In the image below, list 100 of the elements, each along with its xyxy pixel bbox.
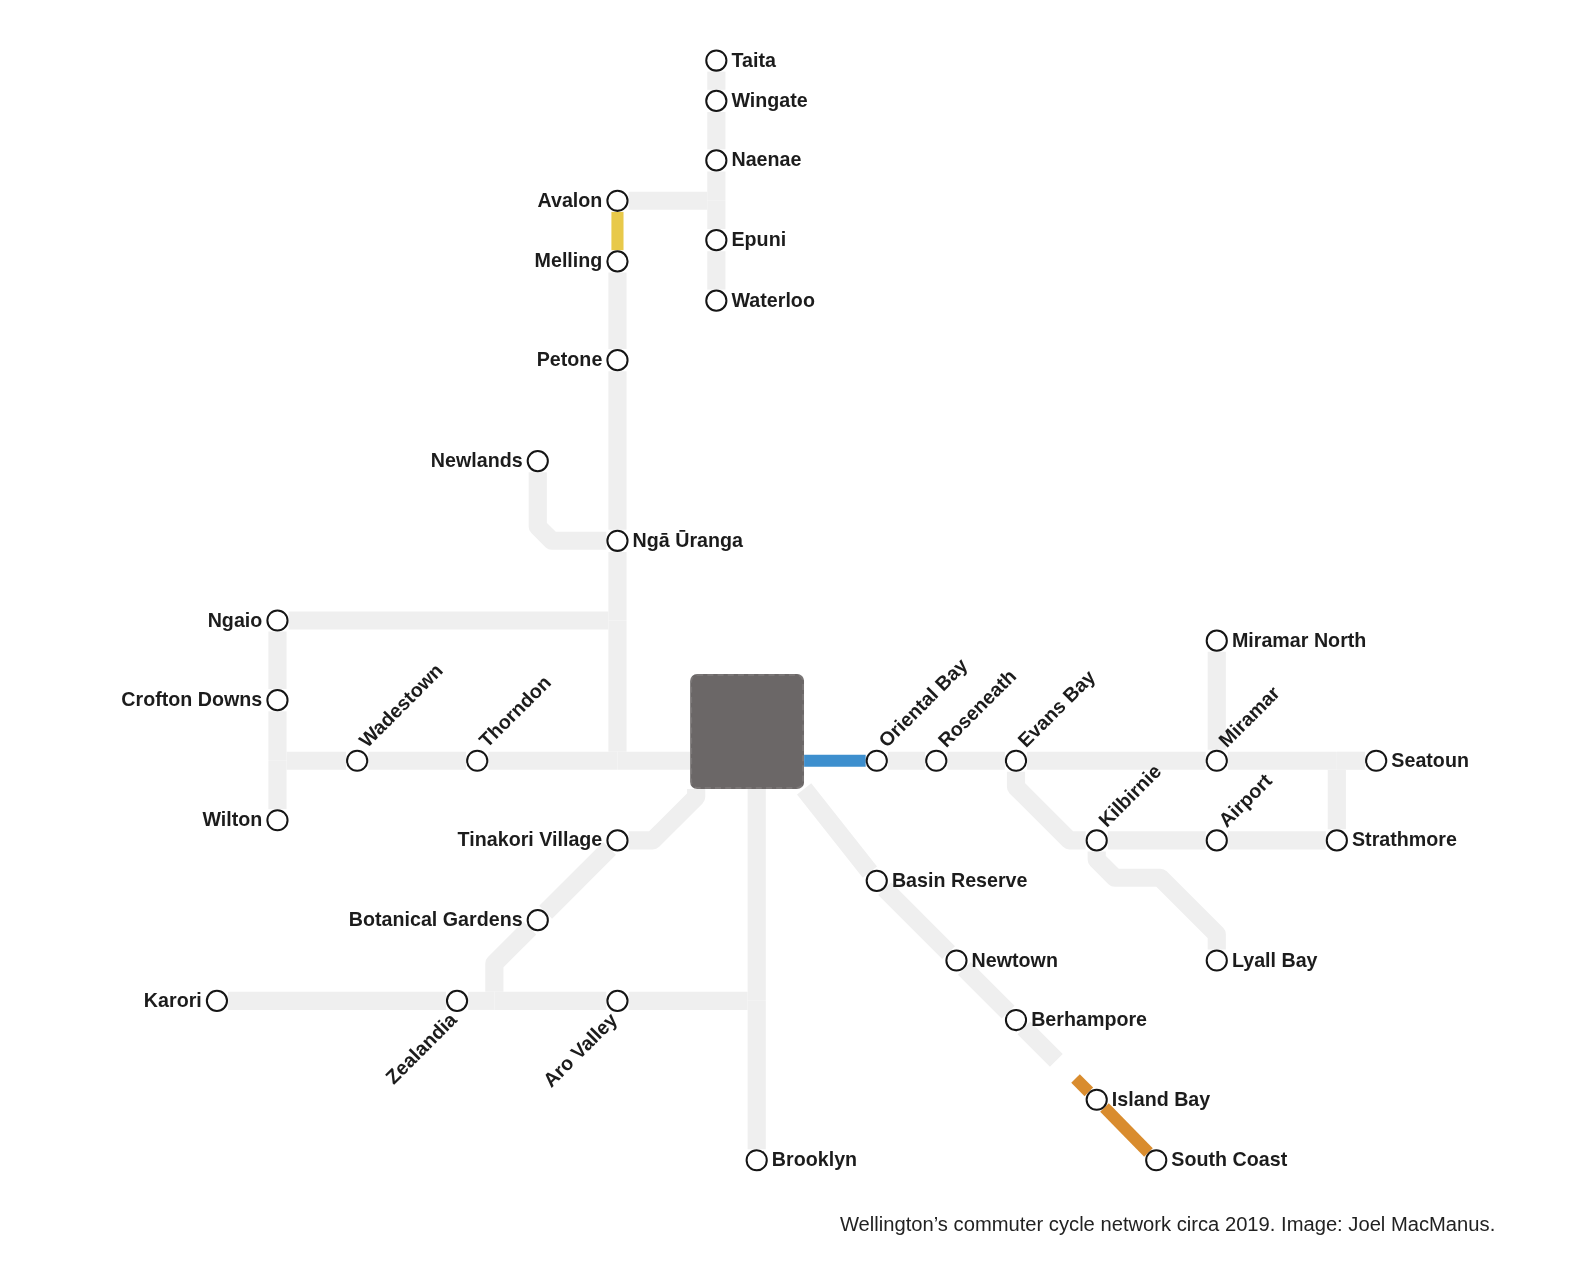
route-line	[1017, 1021, 1063, 1067]
route-line	[1087, 850, 1226, 950]
route-line	[1107, 831, 1206, 850]
station-circle	[745, 1149, 768, 1172]
station-circle	[1205, 829, 1228, 852]
station-label: Wingate	[731, 88, 808, 111]
station-label: Seatoun	[1391, 748, 1469, 771]
route-line	[747, 1000, 766, 1150]
station-circle	[705, 289, 728, 312]
station-circle	[346, 749, 369, 772]
station-circle	[705, 49, 728, 72]
route-line	[228, 991, 446, 1010]
station-label: Lyall Bay	[1231, 948, 1318, 971]
route-line	[887, 751, 926, 770]
station-label: Naenae	[731, 148, 802, 171]
route-line	[1100, 1103, 1153, 1157]
station-label: Tinakori Village	[457, 828, 603, 851]
hub-block	[690, 673, 805, 789]
station-label: Ngā Ūranga	[632, 528, 744, 551]
caption: Wellington’s commuter cycle network circa 2019. Image: Joel MacManus.	[839, 1211, 1496, 1237]
station-label: Newlands	[430, 448, 523, 472]
station-circle	[266, 809, 289, 832]
route-line	[707, 171, 726, 201]
route-line	[368, 751, 467, 770]
route-line	[1336, 751, 1366, 770]
station-label: Botanical Gardens	[348, 908, 523, 931]
station-circle	[526, 909, 549, 932]
station-circle	[945, 949, 968, 972]
route-line	[528, 472, 607, 550]
station-circle	[865, 869, 888, 892]
station-circle	[266, 609, 289, 632]
route-line	[707, 112, 726, 150]
route-line	[539, 841, 616, 919]
route-line	[628, 991, 748, 1010]
station-circle	[1365, 749, 1388, 772]
route-line	[268, 631, 287, 690]
station-circle	[445, 989, 469, 1012]
station-label: Miramar North	[1231, 628, 1367, 651]
route-line	[628, 787, 706, 850]
station-circle	[205, 989, 228, 1012]
station-label: Melling	[534, 249, 603, 272]
station-label: Epuni	[731, 228, 787, 251]
route-line	[1071, 1074, 1094, 1097]
station-label: Brooklyn	[771, 1148, 858, 1171]
route-line	[797, 783, 877, 878]
route-line	[1227, 751, 1337, 770]
route-line	[957, 961, 1015, 1019]
route-line	[1327, 769, 1346, 830]
station-label: Basin Reserve	[891, 868, 1028, 891]
station-circle	[266, 689, 289, 712]
route-line	[707, 71, 726, 90]
station-circle	[1004, 749, 1028, 772]
route-line	[628, 191, 708, 210]
station-circle	[925, 749, 948, 772]
route-line	[1227, 831, 1326, 850]
station-circle	[1145, 1149, 1168, 1172]
station-circle	[606, 989, 629, 1012]
station-circle	[1085, 1088, 1108, 1111]
route-line	[611, 211, 624, 251]
station-label: Avalon	[537, 188, 603, 211]
station-circle	[466, 749, 489, 772]
route-line	[1207, 651, 1226, 750]
station-label: Island Bay	[1111, 1087, 1211, 1110]
station-circle	[1325, 829, 1348, 852]
route-line	[488, 751, 618, 770]
station-label: Strathmore	[1351, 828, 1457, 851]
route-line	[878, 882, 955, 960]
station-label: Berhampore	[1031, 1007, 1148, 1031]
route-line	[608, 272, 627, 350]
route-line	[1027, 751, 1206, 770]
route-line	[707, 251, 726, 290]
station-label: South Coast	[1171, 1148, 1288, 1171]
station-circle	[1205, 629, 1228, 652]
route-line	[468, 991, 495, 1010]
station-circle	[1205, 949, 1228, 972]
route-line	[617, 751, 691, 770]
station-circle	[606, 189, 629, 212]
route-line	[288, 611, 609, 630]
station-circle	[606, 250, 629, 273]
route-line	[1006, 771, 1086, 850]
route-line	[268, 760, 287, 810]
route-line	[286, 751, 347, 770]
station-circle	[705, 89, 728, 112]
station-circle	[606, 529, 629, 552]
route-line	[485, 921, 537, 992]
station-circle	[1085, 829, 1108, 852]
station-circle	[705, 149, 728, 172]
route-line	[804, 754, 866, 767]
station-label: Wilton	[202, 808, 263, 831]
station-circle	[526, 450, 549, 473]
route-line	[608, 371, 627, 530]
route-line	[494, 991, 607, 1010]
route-line	[747, 789, 766, 1001]
route-line	[707, 200, 726, 230]
route-line	[268, 711, 287, 761]
station-label: Crofton Downs	[121, 688, 263, 711]
route-line	[947, 751, 1005, 770]
station-label: Newtown	[971, 948, 1058, 971]
station-circle	[705, 229, 728, 252]
station-label: Taita	[731, 48, 776, 71]
